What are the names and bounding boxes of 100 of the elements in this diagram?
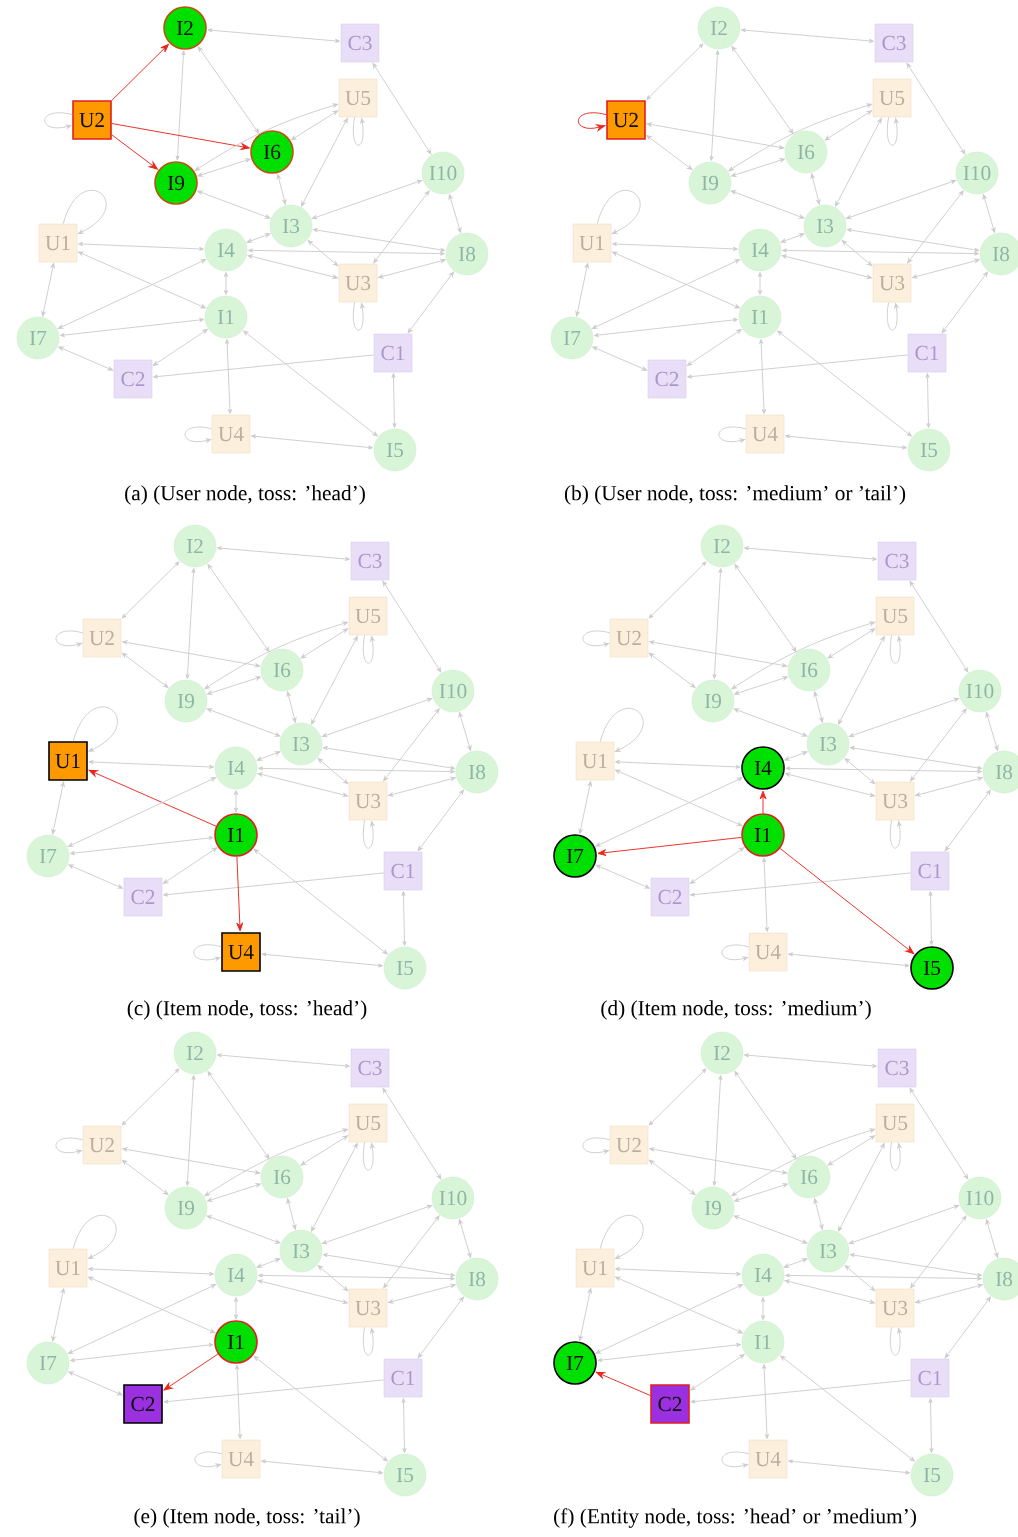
circle-node: I1	[741, 1320, 785, 1364]
arrow	[111, 43, 170, 101]
arrow	[813, 691, 824, 723]
arrow	[690, 1354, 745, 1391]
arrow	[784, 751, 808, 761]
arrow	[744, 546, 877, 561]
arrow	[206, 676, 262, 695]
caption: (f) (Entity node, toss: ’head’ or ’medium’)	[554, 1508, 916, 1528]
arrow	[686, 329, 742, 366]
arrow	[646, 43, 704, 100]
circle-node: I3	[806, 722, 850, 766]
square-node: U4	[748, 932, 788, 972]
circle-node: I10	[421, 151, 465, 195]
arrow	[782, 248, 979, 256]
loop-arrow	[577, 112, 607, 131]
arrow	[276, 173, 287, 205]
arrow	[233, 1297, 239, 1320]
arrow	[223, 272, 229, 295]
arrow	[382, 1087, 442, 1180]
square-node: U2	[82, 618, 122, 658]
square-node: U5	[338, 78, 378, 118]
arrow	[780, 233, 805, 243]
arrow	[849, 1253, 983, 1277]
circle-node: I9	[691, 679, 735, 723]
arrow	[256, 751, 281, 761]
arrow	[235, 1364, 243, 1439]
arrow	[216, 1053, 350, 1068]
arrow	[253, 1355, 388, 1462]
arrow	[728, 103, 872, 172]
square-node: U4	[745, 414, 785, 454]
arrow	[391, 373, 397, 428]
square-node: C3	[874, 23, 914, 63]
circle-node: I3	[279, 722, 323, 766]
loop-arrow	[721, 944, 750, 961]
square-node: U4	[221, 1439, 261, 1479]
arrow	[247, 254, 338, 279]
caption: (b) (User node, toss: ’medium’ or ’tail’)	[564, 485, 906, 505]
arrow	[912, 258, 980, 279]
arrow	[206, 1215, 281, 1244]
circle-node: I9	[164, 1186, 208, 1230]
arrow	[597, 836, 742, 856]
circle-node: I6	[250, 130, 294, 174]
arrow	[51, 1288, 65, 1342]
arrow	[77, 251, 206, 309]
loop-arrow	[72, 706, 118, 752]
circle-node: I8	[982, 750, 1018, 794]
arrow	[762, 1364, 770, 1439]
arrow	[733, 676, 789, 695]
circle-node: I7	[553, 1341, 597, 1385]
arrow	[578, 1288, 592, 1341]
arrow	[321, 697, 433, 738]
arrow	[689, 847, 745, 884]
circle-node: I3	[806, 1229, 850, 1273]
circle-node: I8	[455, 1257, 499, 1301]
arrow	[207, 564, 270, 653]
square-node: C1	[373, 333, 413, 373]
square-node: U1	[575, 741, 615, 781]
arrow	[204, 621, 348, 690]
arrow	[383, 1215, 440, 1289]
circle-node: I1	[204, 295, 248, 339]
square-node: C3	[350, 541, 390, 581]
arrow	[712, 1075, 723, 1186]
arrow	[849, 746, 983, 770]
arrow	[838, 635, 885, 725]
square-node: C2	[113, 359, 153, 399]
arrow	[111, 123, 250, 150]
arrow	[185, 1075, 196, 1186]
arrow	[909, 580, 969, 673]
arrow	[759, 339, 767, 414]
arrow	[58, 346, 114, 371]
circle-node: I2	[697, 6, 741, 50]
arrow	[614, 769, 743, 827]
arrow	[648, 652, 696, 688]
circle-node: I8	[979, 232, 1018, 276]
arrow	[407, 271, 454, 334]
square-node: U2	[82, 1125, 122, 1165]
arrow	[322, 1253, 456, 1277]
circle-node: I1	[741, 813, 785, 857]
arrow	[69, 835, 214, 856]
circle-node: I4	[204, 228, 248, 272]
arrow	[236, 856, 244, 932]
arrow	[838, 1142, 885, 1232]
arrow	[941, 271, 988, 334]
arrow	[733, 708, 808, 737]
arrow	[197, 158, 251, 177]
arrow	[785, 434, 908, 450]
arrow	[845, 179, 957, 220]
arrow	[810, 173, 821, 205]
arrow	[578, 781, 592, 834]
circle-node: I3	[279, 1229, 323, 1273]
arrow	[744, 1053, 877, 1068]
circle-node: I6	[784, 130, 828, 174]
arrow	[458, 1219, 472, 1258]
square-node: U2	[609, 1125, 649, 1165]
arrow	[733, 1183, 789, 1202]
arrow	[300, 628, 349, 659]
arrow	[595, 1371, 651, 1396]
circle-node: I2	[173, 524, 217, 568]
arrow	[780, 1355, 915, 1462]
arrow	[788, 1459, 911, 1475]
